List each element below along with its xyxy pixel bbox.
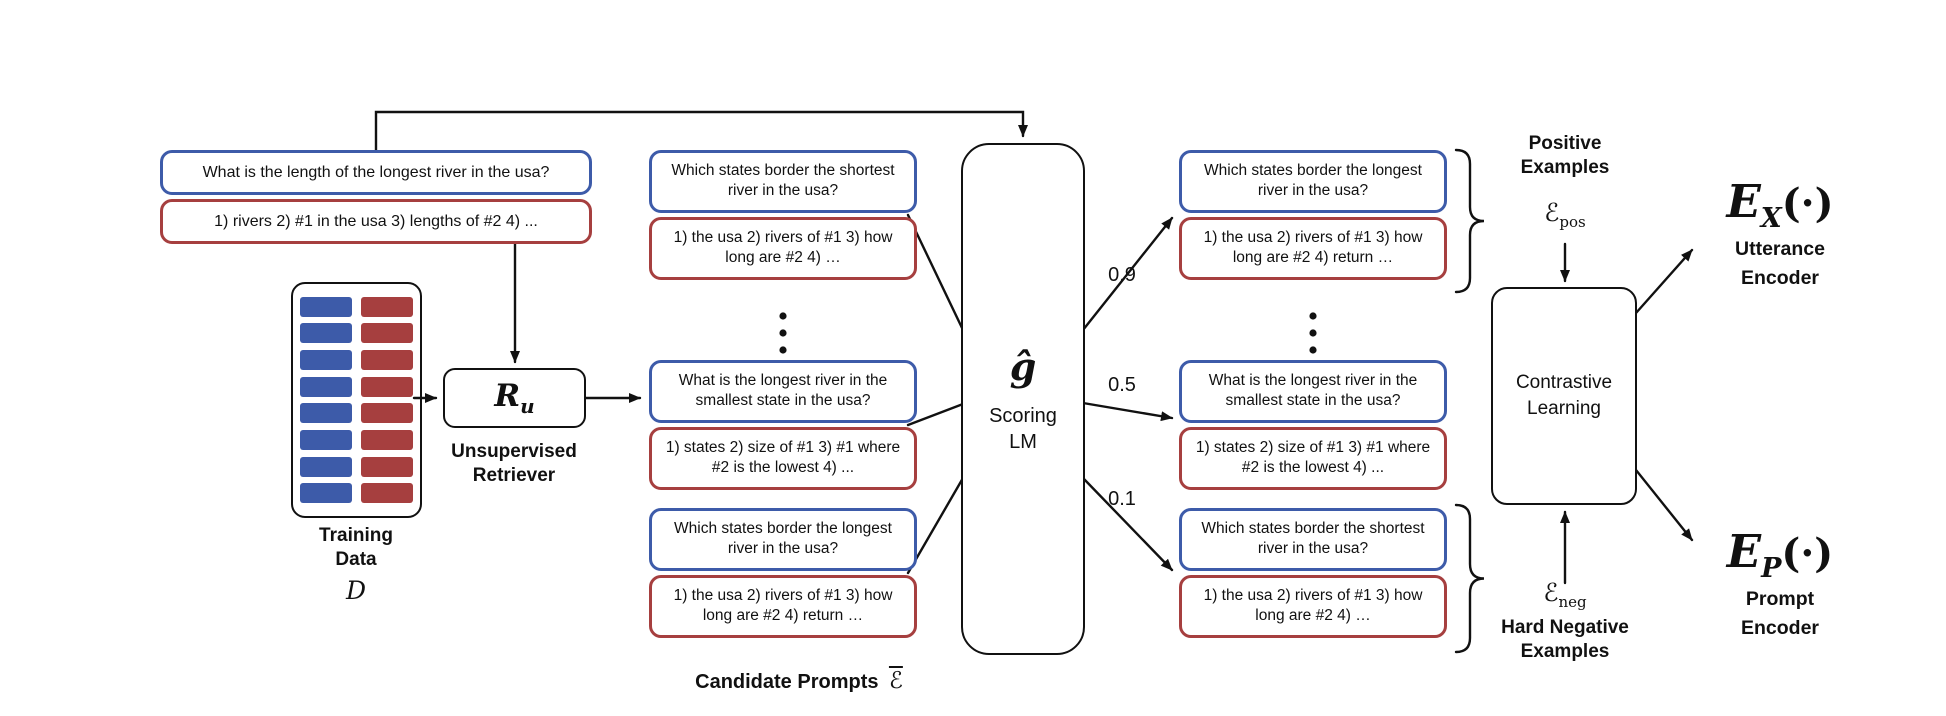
vertical-ellipsis-left [779,312,787,354]
prompt-cell [361,296,413,317]
training-row [300,403,413,424]
training-row [300,376,413,397]
utterance-cell [300,323,352,344]
positive-brace [1454,148,1485,294]
contrastive-learning-box: Contrastive Learning [1491,287,1637,505]
training-data-symbol: D [345,575,367,605]
training-row [300,349,413,370]
prompt-encoder-symbol: EP(·) [1726,525,1834,584]
prompt-cell [361,376,413,397]
positive-examples-label: Positive Examples [1520,133,1610,178]
training-row [300,323,413,344]
scored-3-utterance-box: Which states border the shortest river i… [1179,508,1447,571]
utterance-cell [300,376,352,397]
utterance-cell [300,296,352,317]
candidate-3-prompt-box: 1) the usa 2) rivers of #1 3) how long a… [649,574,917,638]
utterance-encoder: EX(·) Utterance Encoder [1680,178,1880,290]
prompt-cell [361,456,413,477]
utterance-encoder-symbol: EX(·) [1726,175,1834,234]
score-label-3: 0.1 [1108,488,1136,510]
cl-to-prompt-encoder-arrow [1626,458,1694,542]
utterance-cell [300,483,352,504]
prompt-encoder: EP(·) Prompt Encoder [1680,528,1880,640]
candidate3-to-lm-line [906,476,965,575]
score-label-2: 0.5 [1108,374,1136,396]
utterance-cell [300,429,352,450]
scored-1-prompt-box: 1) the usa 2) rivers of #1 3) how long a… [1179,216,1447,280]
negative-set-symbol: ℰneg [1543,578,1587,611]
candidate-card-3: Which states border the longest river in… [649,508,917,638]
prompt-cell [361,429,413,450]
lm-to-scored2-arrow [1081,401,1174,422]
seed-prompt-box: 1) rivers 2) #1 in the usa 3) lengths of… [160,199,592,245]
scored-2-prompt-box: 1) states 2) size of #1 3) #1 where #2 i… [1179,426,1447,490]
prompt-cell [361,403,413,424]
candidate-1-prompt-box: 1) the usa 2) rivers of #1 3) how long a… [649,216,917,280]
scored-card-2: What is the longest river in the smalles… [1179,360,1447,490]
candidate-set-symbol: ℰ [888,668,903,694]
prompt-cell [361,349,413,370]
scored-1-utterance-box: Which states border the longest river in… [1179,150,1447,213]
utterance-cell [300,349,352,370]
scoring-lm-symbol: ĝ [1009,343,1037,389]
candidate-2-utterance-box: What is the longest river in the smalles… [649,360,917,423]
vertical-ellipsis-right [1309,312,1317,354]
prompt-cell [361,323,413,344]
seed-utterance-box: What is the length of the longest river … [160,150,592,196]
retriever-label: Unsupervised Retriever [451,441,577,486]
lm-to-scored3-arrow [1081,476,1174,572]
scoring-lm-label: Scoring LM [989,404,1057,453]
training-row [300,483,413,504]
positive-set-symbol: ℰpos [1544,198,1586,231]
scored-3-prompt-box: 1) the usa 2) rivers of #1 3) how long a… [1179,574,1447,638]
negative-brace [1454,503,1485,654]
scored-card-3: Which states border the shortest river i… [1179,508,1447,638]
candidate-prompts-label: Candidate Prompts ℰ [695,668,903,694]
candidate1-to-lm-line [906,213,965,332]
candidate2-to-lm-line [906,402,965,427]
utterance-cell [300,403,352,424]
retriever-symbol: Ru [494,377,535,419]
prompt-cell [361,483,413,504]
cl-to-utterance-encoder-arrow [1626,248,1694,324]
scored-2-utterance-box: What is the longest river in the smalles… [1179,360,1447,423]
candidate-1-utterance-box: Which states border the shortest river i… [649,150,917,213]
utterance-cell [300,456,352,477]
score-label-1: 0.9 [1108,264,1136,286]
training-data-label: Training Data D [271,524,441,605]
retriever-box: Ru [443,368,586,428]
training-row [300,429,413,450]
candidate-2-prompt-box: 1) states 2) size of #1 3) #1 where #2 i… [649,426,917,490]
feedback-arrow [374,110,1028,164]
scoring-lm-box: ĝ Scoring LM [961,143,1085,655]
scored-card-1: Which states border the longest river in… [1179,150,1447,280]
candidate-card-1: Which states border the shortest river i… [649,150,917,280]
training-row [300,296,413,317]
lm-to-scored1-arrow [1081,216,1174,332]
seed-example-pair: What is the length of the longest river … [160,150,592,245]
training-data-box [291,282,422,518]
hard-negative-examples-label: Hard Negative Examples [1501,617,1629,662]
training-row [300,456,413,477]
candidate-3-utterance-box: Which states border the longest river in… [649,508,917,571]
candidate-card-2: What is the longest river in the smalles… [649,360,917,490]
